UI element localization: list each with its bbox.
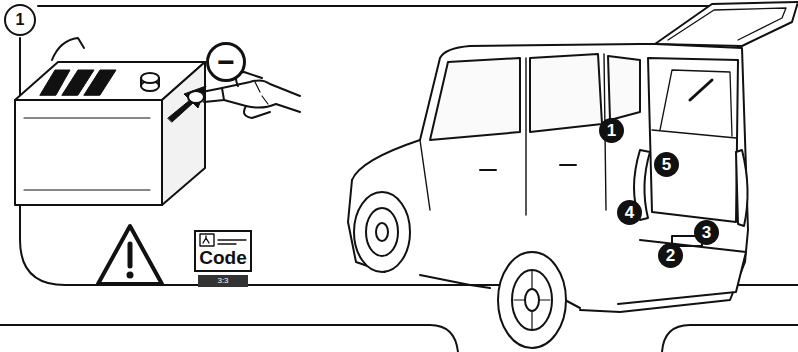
warning-symbol — [98, 226, 162, 284]
radio-icon — [200, 234, 246, 246]
code-tag: 3:3 — [198, 275, 248, 287]
code-box-text: Code — [199, 248, 247, 267]
callout-number-text: 4 — [625, 204, 634, 221]
panel-frame — [38, 5, 738, 7]
callout-number-text: 2 — [666, 247, 675, 264]
car-illustration — [348, 2, 798, 348]
callout-number: 2 — [658, 243, 683, 268]
panel-number-text: 1 — [16, 12, 25, 28]
callout-number-text: 5 — [662, 156, 671, 173]
polarity-symbol-text: − — [217, 47, 235, 77]
panel-frame — [0, 325, 458, 352]
callout-number-text: 3 — [702, 224, 711, 241]
code-box: Code — [194, 230, 252, 272]
code-tag-text: 3:3 — [217, 277, 228, 285]
hand-with-terminal — [188, 72, 300, 118]
panel-number: 1 — [4, 4, 36, 36]
battery — [15, 38, 205, 205]
callout-number: 4 — [617, 200, 642, 225]
panel-frame — [662, 325, 798, 352]
polarity-symbol: − — [206, 42, 246, 82]
callout-number: 5 — [654, 152, 679, 177]
callout-number: 1 — [599, 118, 624, 143]
direction-arrow — [168, 86, 206, 122]
callout-number: 3 — [694, 220, 719, 245]
callout-number-text: 1 — [607, 122, 616, 139]
